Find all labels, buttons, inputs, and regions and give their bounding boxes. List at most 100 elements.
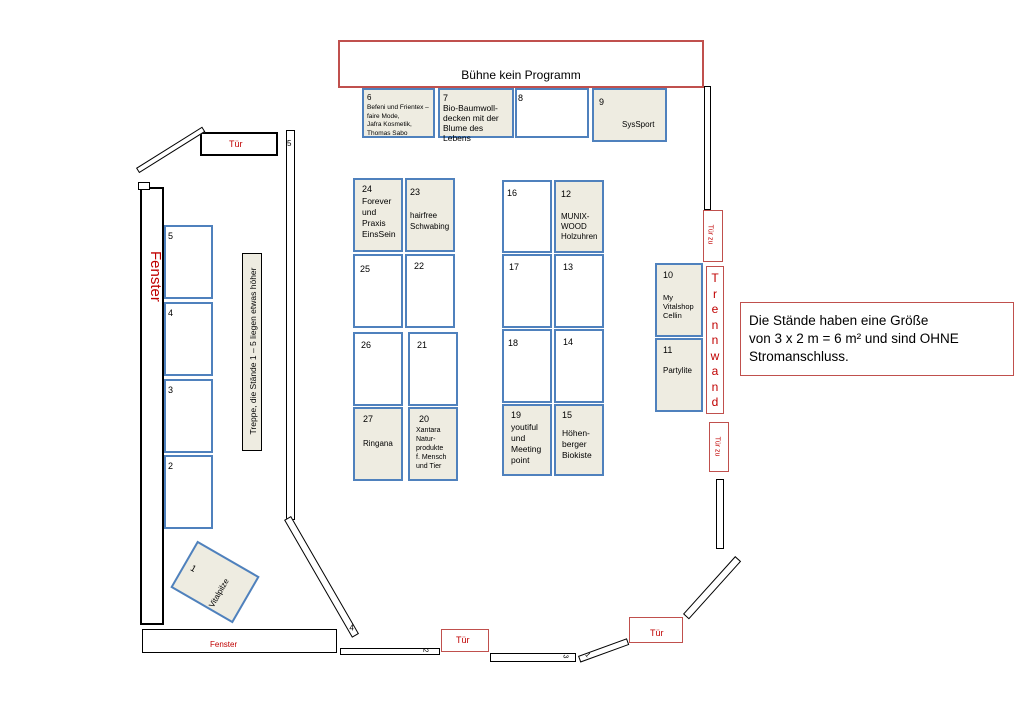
window-left-top-cap [138,182,150,190]
stall-number: 8 [518,93,524,103]
stall-number: 19 [511,410,522,420]
door-right-upper-label: Tür zu [706,224,714,245]
stall-13: 13 [554,254,604,328]
stall-16: 16 [502,180,552,253]
door-right-lower: Tür zu [709,422,729,472]
stall-26: 26 [353,332,403,406]
stall-10: 10 My Vitalshop Cellin [655,263,703,337]
stall-number: 22 [414,261,425,271]
stall-number: 6 [367,93,372,102]
stall-number: 21 [417,340,428,350]
door-right-upper: Tür zu [703,210,723,262]
stall-number: 13 [563,262,574,272]
stall-2: 2 [164,455,213,529]
stall-label: Forever und Praxis EinsSein [362,196,396,239]
window-left-label: Fenster [147,251,164,302]
stall-number: 2 [168,461,174,471]
stall-4: 4 [164,302,213,376]
stall-number: 1 [188,562,199,574]
stall-12: 12 MUNIX- WOOD Holzuhren [554,180,604,253]
partition-letter: r [713,286,717,301]
window-bottom: Fenster [142,629,337,653]
stall-25: 25 [353,254,403,328]
door-top-left-label: Tür [229,139,243,149]
info-text: Die Stände haben eine Größe von 3 x 2 m … [749,313,959,364]
wall-3-label: 3 [561,654,569,659]
stall-number: 4 [168,308,174,318]
stall-11: 11 Partylite [655,338,703,412]
stall-19: 19 youtiful und Meeting point [502,404,552,476]
wall-1: 1 [578,638,630,663]
door-bottom-middle: Tür [441,629,489,652]
wall-2: 2 [340,648,440,655]
partition: T r e n n w a n d [706,266,724,414]
stall-20: 20 Xantara Natur- produkte f. Mensch und… [408,407,458,481]
stall-label: Befeni und Frientex – faire Mode, Jafra … [367,104,429,137]
stairs-label: Treppe, die Stände 1 – 5 liegen etwas hö… [248,267,258,435]
partition-letters: T r e n n w a n d [707,271,723,411]
door-bottom-right-label: Tür [650,628,664,638]
partition-letter: n [711,317,719,332]
stall-7: 7 Bio-Baumwoll- decken mit der Blume des… [438,88,514,143]
stall-label: youtiful und Meeting point [511,422,542,465]
stall-24: 24 Forever und Praxis EinsSein [353,178,403,252]
stall-label: My Vitalshop Cellin [663,293,694,320]
wall-2-label: 2 [421,648,429,653]
stall-number: 20 [419,414,430,424]
stall-5: 5 [164,225,213,299]
stage: Bühne kein Programm [338,40,704,88]
diagonal-wall-top-left [136,126,206,174]
stall-number: 9 [599,97,605,107]
stall-label: MUNIX- WOOD Holzuhren [561,212,598,241]
wall-3: 3 [490,653,576,662]
stall-number: 27 [363,414,374,424]
stall-1: 1 Vitalpilze [170,540,260,624]
stall-number: 25 [360,264,371,274]
door-bottom-middle-label: Tür [456,635,470,645]
stall-label: Höhen- berger Biokiste [562,428,592,460]
partition-letter: w [710,348,720,363]
partition-letter: a [711,364,719,378]
stall-number: 26 [361,340,372,350]
stall-14: 14 [554,329,604,403]
stall-number: 16 [507,188,518,198]
stall-9: 9 SysSport [592,88,667,142]
stall-number: 11 [663,345,673,355]
stall-number: 7 [443,93,449,103]
stall-label: Partylite [663,366,692,375]
wall-4-label: 4 [349,623,354,633]
partition-letter: d [711,395,719,409]
stall-15: 15 Höhen- berger Biokiste [554,404,604,476]
wall-right-lower [716,479,724,549]
stall-6: 6 Befeni und Frientex – faire Mode, Jafr… [362,88,435,138]
stall-label: Ringana [363,439,393,448]
door-bottom-right: Tür [629,617,683,643]
stage-label: Bühne kein Programm [461,68,581,82]
stall-number: 23 [410,187,421,197]
wall-5-label: 5 [287,139,292,148]
wall-1-label: 1 [583,651,592,660]
stall-27: 27 Ringana [353,407,403,481]
stall-17: 17 [502,254,552,328]
stall-3: 3 [164,379,213,453]
stall-number: 17 [509,262,520,272]
stall-8: 8 [515,88,589,138]
stall-18: 18 [502,329,552,403]
stall-number: 14 [563,337,574,347]
stall-number: 18 [508,338,519,348]
wall-4: 4 [284,516,359,638]
stairs: Treppe, die Stände 1 – 5 liegen etwas hö… [242,253,262,451]
stall-number: 15 [562,410,573,420]
door-top-left: Tür [200,132,278,156]
stall-label: Vitalpilze [207,576,231,610]
stall-number: 12 [561,189,572,199]
stall-number: 3 [168,385,174,395]
window-bottom-label: Fenster [210,640,238,649]
stall-label: hairfree Schwabing [410,211,450,231]
partition-letter: T [711,271,719,285]
partition-letter: n [711,379,719,394]
wall-right-upper [704,86,711,210]
stall-label: Xantara Natur- produkte f. Mensch und Ti… [416,427,447,470]
stall-23: 23 hairfree Schwabing [405,178,455,252]
partition-letter: e [711,302,719,316]
